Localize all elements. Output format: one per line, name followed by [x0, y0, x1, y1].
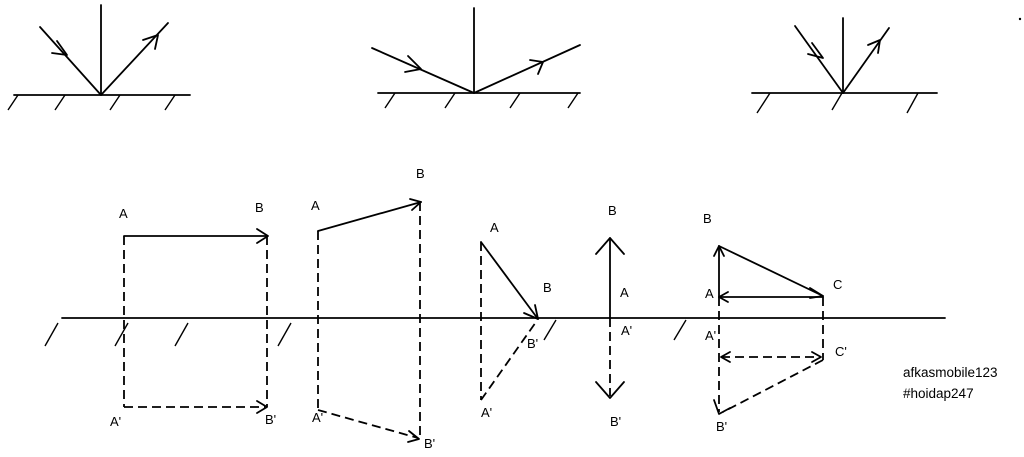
- label-A: A: [705, 286, 714, 301]
- label-B: B: [255, 200, 264, 215]
- reflection-diagram-2: [371, 7, 581, 109]
- image-side-B2C2: [722, 359, 824, 413]
- label-B: B: [703, 211, 712, 226]
- label-B-prime: B': [610, 414, 621, 429]
- image-arrowhead-C: [811, 351, 822, 363]
- object-arrowhead: [409, 198, 422, 211]
- mirror-hatching: [44, 319, 687, 347]
- reflected-arrowhead: [867, 39, 881, 54]
- arrowhead-C: [809, 287, 824, 299]
- label-A-prime: A': [705, 328, 716, 343]
- label-B: B: [543, 280, 552, 295]
- mirror-hatching: [756, 92, 919, 114]
- object-arrow-AB: [317, 201, 422, 232]
- image-arrowhead: [256, 400, 268, 414]
- image-arrow-A2B2: [480, 321, 537, 401]
- label-A-prime: A': [312, 410, 323, 425]
- label-A-prime: A': [110, 414, 121, 429]
- label-B-prime: B': [424, 436, 435, 451]
- incident-ray: [39, 26, 102, 96]
- reflected-ray: [473, 44, 581, 94]
- label-A: A: [119, 206, 128, 221]
- figure-2: A B A' B': [311, 166, 435, 451]
- incident-arrowhead: [404, 55, 422, 73]
- figure-3: A B A' B': [480, 220, 552, 420]
- reflection-diagram-1: [7, 4, 191, 111]
- reflection-diagram-3: [751, 17, 938, 114]
- watermark: afkasmobile123 #hoidap247: [903, 365, 998, 401]
- label-B-prime: B': [265, 412, 276, 427]
- image-arrowhead: [595, 381, 625, 399]
- label-B: B: [416, 166, 425, 181]
- label-C-prime: C': [835, 344, 847, 359]
- incident-ray: [794, 25, 844, 94]
- image-arrowhead-B: [713, 399, 731, 415]
- mirror-bottom: [44, 317, 946, 347]
- incident-arrowhead: [51, 40, 68, 56]
- stray-dot: [1018, 17, 1022, 21]
- watermark-line-1: afkasmobile123: [903, 365, 998, 380]
- label-C: C: [833, 277, 842, 292]
- object-arrowhead: [523, 304, 539, 320]
- label-A: A: [311, 198, 320, 213]
- reflected-ray: [100, 22, 169, 96]
- incident-arrowhead: [807, 42, 824, 59]
- figure-1: A B A' B': [110, 200, 276, 429]
- label-A-prime: A': [621, 323, 632, 338]
- mirror-hatching: [7, 94, 176, 111]
- label-B-prime: B': [527, 336, 538, 351]
- label-A: A: [620, 285, 629, 300]
- reflected-ray: [842, 27, 890, 94]
- reflected-arrowhead: [529, 59, 544, 75]
- mirror-hatching: [384, 92, 579, 109]
- figure-4: B A A' B': [595, 203, 632, 429]
- figure-5: B A C A' C' B': [703, 211, 847, 434]
- reflected-arrowhead: [142, 34, 159, 50]
- image-arrow-A2B2: [317, 409, 419, 439]
- label-A: A: [490, 220, 499, 235]
- object-arrow-AB: [480, 241, 539, 320]
- incident-ray: [371, 47, 475, 94]
- image-arrowhead-A: [720, 351, 731, 363]
- label-B: B: [608, 203, 617, 218]
- label-B-prime: B': [716, 419, 727, 434]
- side-BC: [718, 245, 824, 297]
- object-arrowhead: [595, 237, 625, 255]
- image-arrowhead: [407, 430, 420, 443]
- object-arrowhead: [256, 228, 269, 244]
- label-A-prime: A': [481, 405, 492, 420]
- watermark-line-2: #hoidap247: [903, 386, 974, 401]
